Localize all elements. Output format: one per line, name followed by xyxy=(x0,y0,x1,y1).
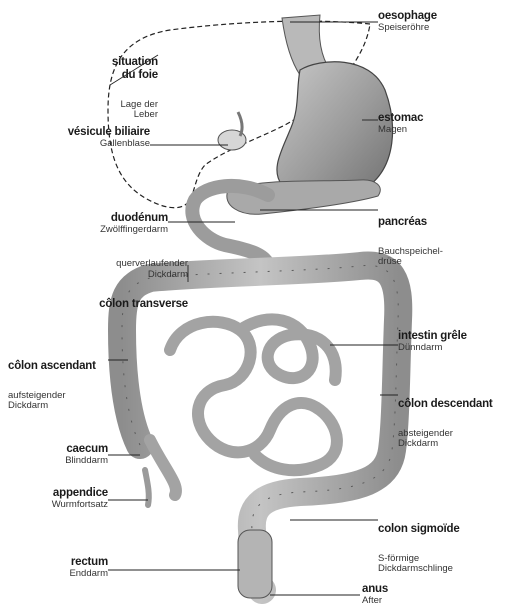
label-caecum-fr: caecum xyxy=(20,443,108,456)
label-pancreas-fr: pancréas xyxy=(378,216,443,229)
label-colon-descendant-de: absteigender Dickdarm xyxy=(398,429,493,450)
label-colon-transverse-fr: côlon transverse xyxy=(60,298,188,311)
label-anus-de: After xyxy=(362,596,388,607)
label-estomac-de: Magen xyxy=(378,125,423,136)
label-rectum: rectum Enddarm xyxy=(20,556,108,580)
label-pancreas-de: Bauchspeichel- drüse xyxy=(378,247,443,268)
label-foie: situation du foie Lage der Leber xyxy=(84,38,158,139)
label-oesophage-fr: oesophage xyxy=(378,10,437,23)
stomach-shape xyxy=(277,62,393,200)
label-colon-sigmoide-fr: colon sigmoïde xyxy=(378,523,460,536)
label-intestin-grele: intestin grêle Dünndarm xyxy=(398,330,467,354)
label-rectum-fr: rectum xyxy=(20,556,108,569)
label-foie-fr: situation du foie xyxy=(84,56,158,82)
label-appendice-de: Wurmfortsatz xyxy=(20,500,108,511)
label-appendice-fr: appendice xyxy=(20,487,108,500)
label-vesicule-de: Gallenblase xyxy=(40,139,150,150)
rectum-shape xyxy=(238,530,272,598)
label-colon-ascendant: côlon ascendant aufsteigender Dickdarm xyxy=(8,342,96,430)
label-colon-sigmoide: colon sigmoïde S-förmige Dickdarmschling… xyxy=(378,505,460,593)
label-anus-fr: anus xyxy=(362,583,388,596)
label-duodenum-de: Zwölffingerdarm xyxy=(60,225,168,236)
label-colon-transverse: querverlaufender Dickdarm côlon transver… xyxy=(60,241,188,329)
label-intestin-grele-de: Dünndarm xyxy=(398,343,467,354)
label-colon-transverse-de: querverlaufender Dickdarm xyxy=(60,259,188,280)
label-pancreas: pancréas Bauchspeichel- drüse xyxy=(378,198,443,286)
label-estomac: estomac Magen xyxy=(378,112,423,136)
label-anus: anus After xyxy=(362,583,388,607)
label-estomac-fr: estomac xyxy=(378,112,423,125)
label-rectum-de: Enddarm xyxy=(20,569,108,580)
small-intestine-shape xyxy=(150,319,337,495)
label-caecum-de: Blinddarm xyxy=(20,456,108,467)
label-colon-sigmoide-de: S-förmige Dickdarmschlinge xyxy=(378,554,460,575)
label-vesicule: vésicule biliaire Gallenblase xyxy=(40,126,150,150)
label-foie-de: Lage der Leber xyxy=(84,100,158,121)
label-vesicule-fr: vésicule biliaire xyxy=(40,126,150,139)
label-appendice: appendice Wurmfortsatz xyxy=(20,487,108,511)
label-oesophage-de: Speiseröhre xyxy=(378,23,437,34)
label-duodenum-fr: duodénum xyxy=(60,212,168,225)
label-duodenum: duodénum Zwölffingerdarm xyxy=(60,212,168,236)
label-oesophage: oesophage Speiseröhre xyxy=(378,10,437,34)
label-caecum: caecum Blinddarm xyxy=(20,443,108,467)
label-colon-ascendant-de: aufsteigender Dickdarm xyxy=(8,391,96,412)
label-colon-descendant-fr: côlon descendant xyxy=(398,398,493,411)
label-intestin-grele-fr: intestin grêle xyxy=(398,330,467,343)
label-colon-ascendant-fr: côlon ascendant xyxy=(8,360,96,373)
label-colon-descendant: côlon descendant absteigender Dickdarm xyxy=(398,380,493,468)
